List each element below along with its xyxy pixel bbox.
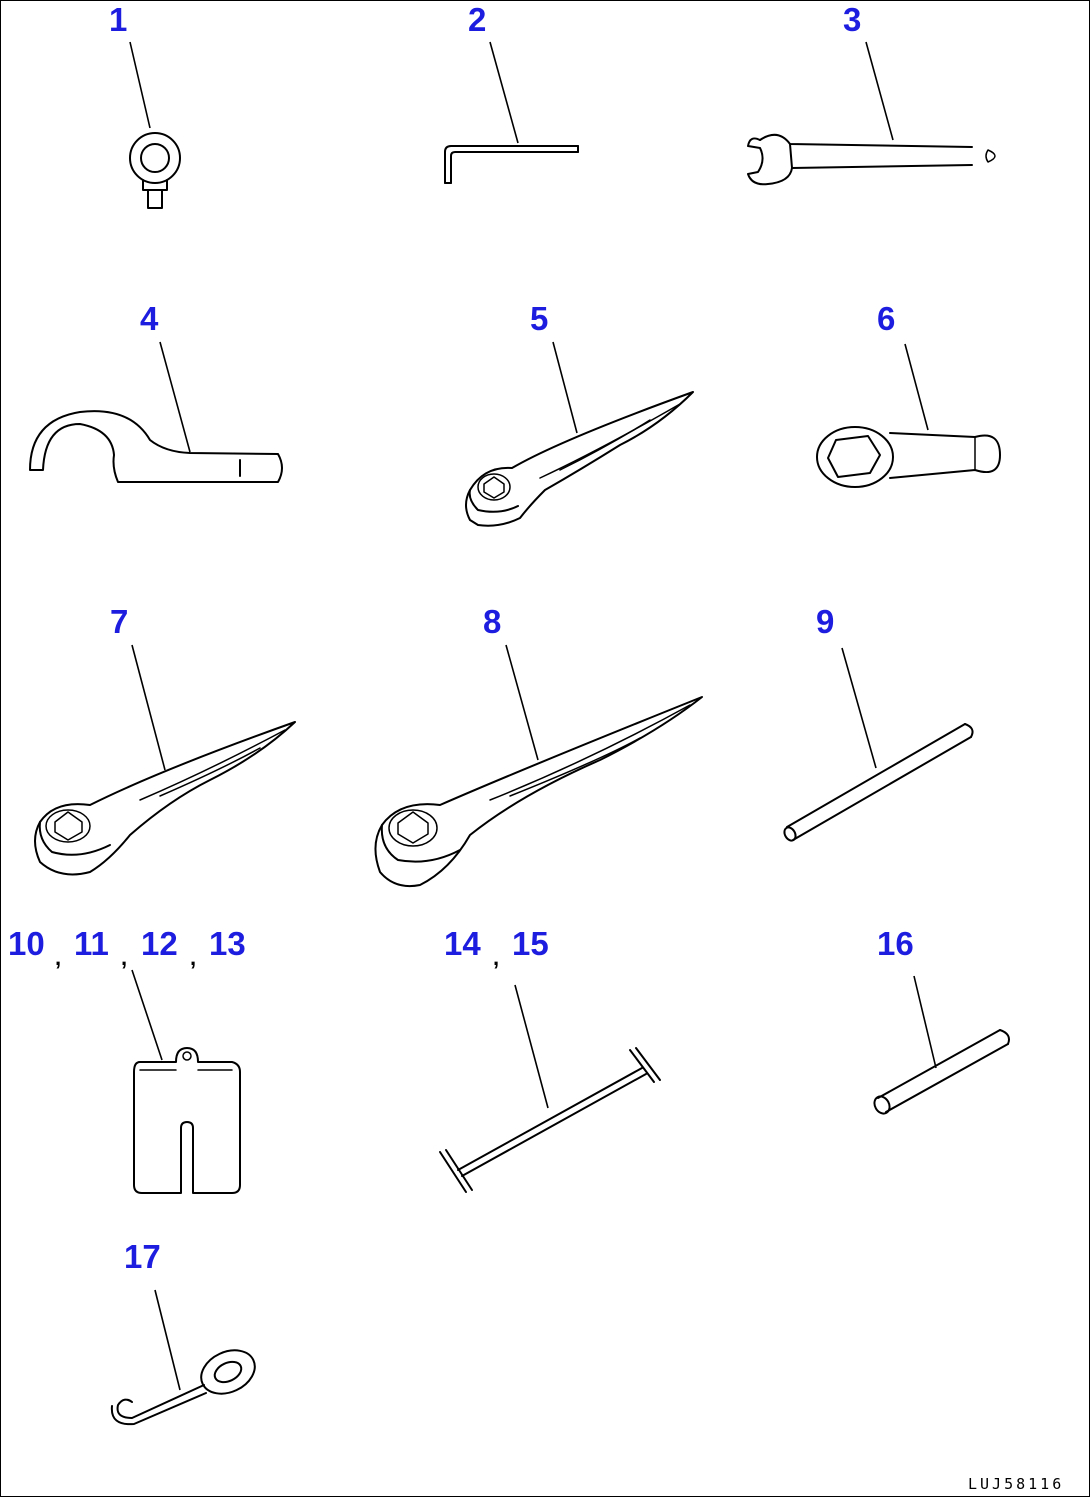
label-separator: , [55,945,61,970]
part-3: 3 [747,1,996,186]
part-16: 16 [873,925,1010,1115]
part-label-16: 16 [877,925,914,962]
part-10-13: 10 , 11 , 12 , 13 [8,925,246,1194]
part-label-9: 9 [816,603,834,640]
part-label-6: 6 [877,300,895,337]
part-1: 1 [109,1,181,209]
box-wrench-icon [465,391,694,527]
part-label-11: 11 [74,925,109,962]
leader-line-14-15 [514,984,549,1109]
hex-key-icon [444,145,579,184]
part-label-4: 4 [140,300,159,337]
leader-line-9 [841,647,877,769]
part-4: 4 [29,300,283,483]
bar-icon [873,1029,1010,1115]
part-5: 5 [465,300,694,527]
box-wrench-icon [374,696,703,888]
leader-line-7 [131,644,166,771]
label-separator: , [121,945,127,970]
part-label-8: 8 [483,603,501,640]
part-label-14: 14 [444,925,481,962]
leader-line-17 [154,1289,181,1391]
part-7: 7 [34,603,296,876]
part-2: 2 [444,1,579,184]
leader-line-3 [865,41,894,141]
part-label-10: 10 [8,925,45,962]
t-handle-rod-icon [439,1047,661,1193]
part-label-13: 13 [209,925,246,962]
leader-line-8 [505,644,539,761]
part-label-2: 2 [468,1,486,38]
leader-line-10-13 [131,969,163,1061]
part-label-3: 3 [843,1,861,38]
part-label-12: 12 [141,925,178,962]
part-6: 6 [816,300,1001,488]
eye-bolt-icon [129,132,181,209]
part-label-15: 15 [512,925,549,962]
leader-line-5 [552,341,578,434]
part-8: 8 [374,603,703,888]
shim-plate-icon [133,1047,241,1194]
part-label-7: 7 [110,603,128,640]
leader-line-4 [159,341,191,453]
hook-spanner-icon [29,410,283,483]
ring-wrench-icon [816,426,1001,488]
leader-line-1 [129,41,151,129]
part-label-17: 17 [124,1238,161,1275]
part-17: 17 [110,1238,256,1426]
part-14-15: 14 , 15 [439,925,661,1193]
leader-line-2 [489,41,519,144]
part-9: 9 [783,603,974,842]
open-end-wrench-icon [747,133,996,186]
label-separator: , [190,945,196,970]
bar-icon [783,723,974,842]
leader-line-16 [913,975,937,1069]
label-separator: , [493,945,499,970]
part-label-1: 1 [109,1,127,38]
box-wrench-icon [34,721,296,876]
drawing-code: LUJ58116 [968,1475,1064,1493]
hook-ring-icon [110,1349,256,1426]
part-label-5: 5 [530,300,548,337]
leader-line-6 [904,343,929,431]
